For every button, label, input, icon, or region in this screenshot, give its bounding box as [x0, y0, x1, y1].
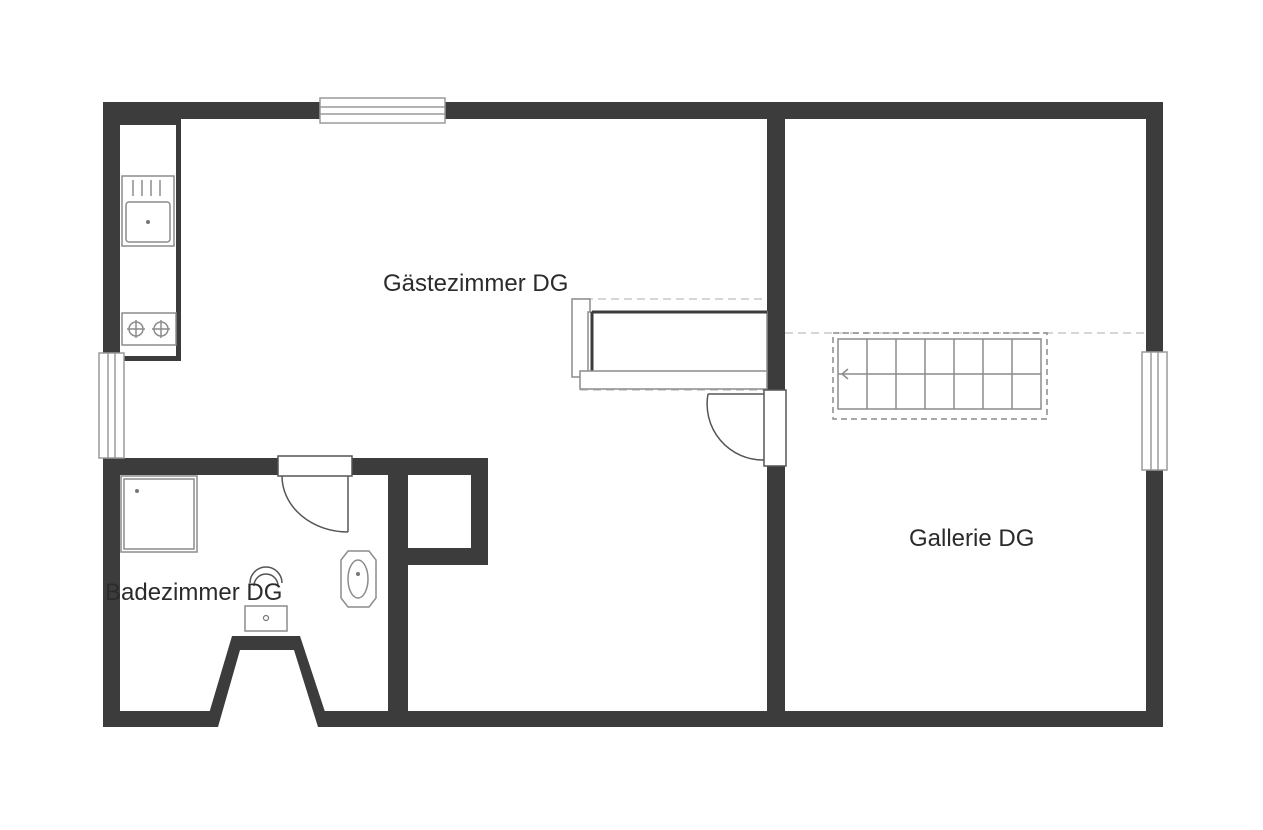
washbasin-icon — [244, 566, 288, 632]
stair-opening — [571, 298, 768, 390]
exterior-walls — [103, 102, 1163, 727]
shower-tray-icon — [120, 475, 198, 553]
door-icon — [706, 389, 788, 467]
staircase-icon — [832, 332, 1048, 420]
counter-edge — [176, 119, 181, 361]
room-label-gallery: Gallerie DG — [909, 525, 1034, 552]
window-icon — [1141, 351, 1168, 471]
counter-top-edge — [103, 119, 180, 125]
kitchen-sink-icon — [121, 175, 175, 247]
wall-top — [103, 102, 1163, 119]
door-icon — [277, 455, 353, 533]
stove-icon — [121, 312, 177, 346]
wall-closet-bottom — [388, 548, 488, 565]
counter-bottom-edge — [103, 356, 181, 361]
window-icon — [98, 352, 125, 459]
wall-closet-right — [471, 458, 488, 565]
room-label-bath: Badezimmer DG — [105, 579, 282, 606]
chimney-outline — [205, 636, 330, 727]
room-label-guest: Gästezimmer DG — [383, 270, 568, 297]
interior-walls — [103, 102, 785, 727]
wall-bath-right — [388, 458, 408, 727]
toilet-icon — [340, 550, 377, 608]
wall-bottom-left — [103, 711, 218, 727]
wall-bottom-right — [318, 711, 1163, 727]
window-icon — [319, 97, 446, 124]
